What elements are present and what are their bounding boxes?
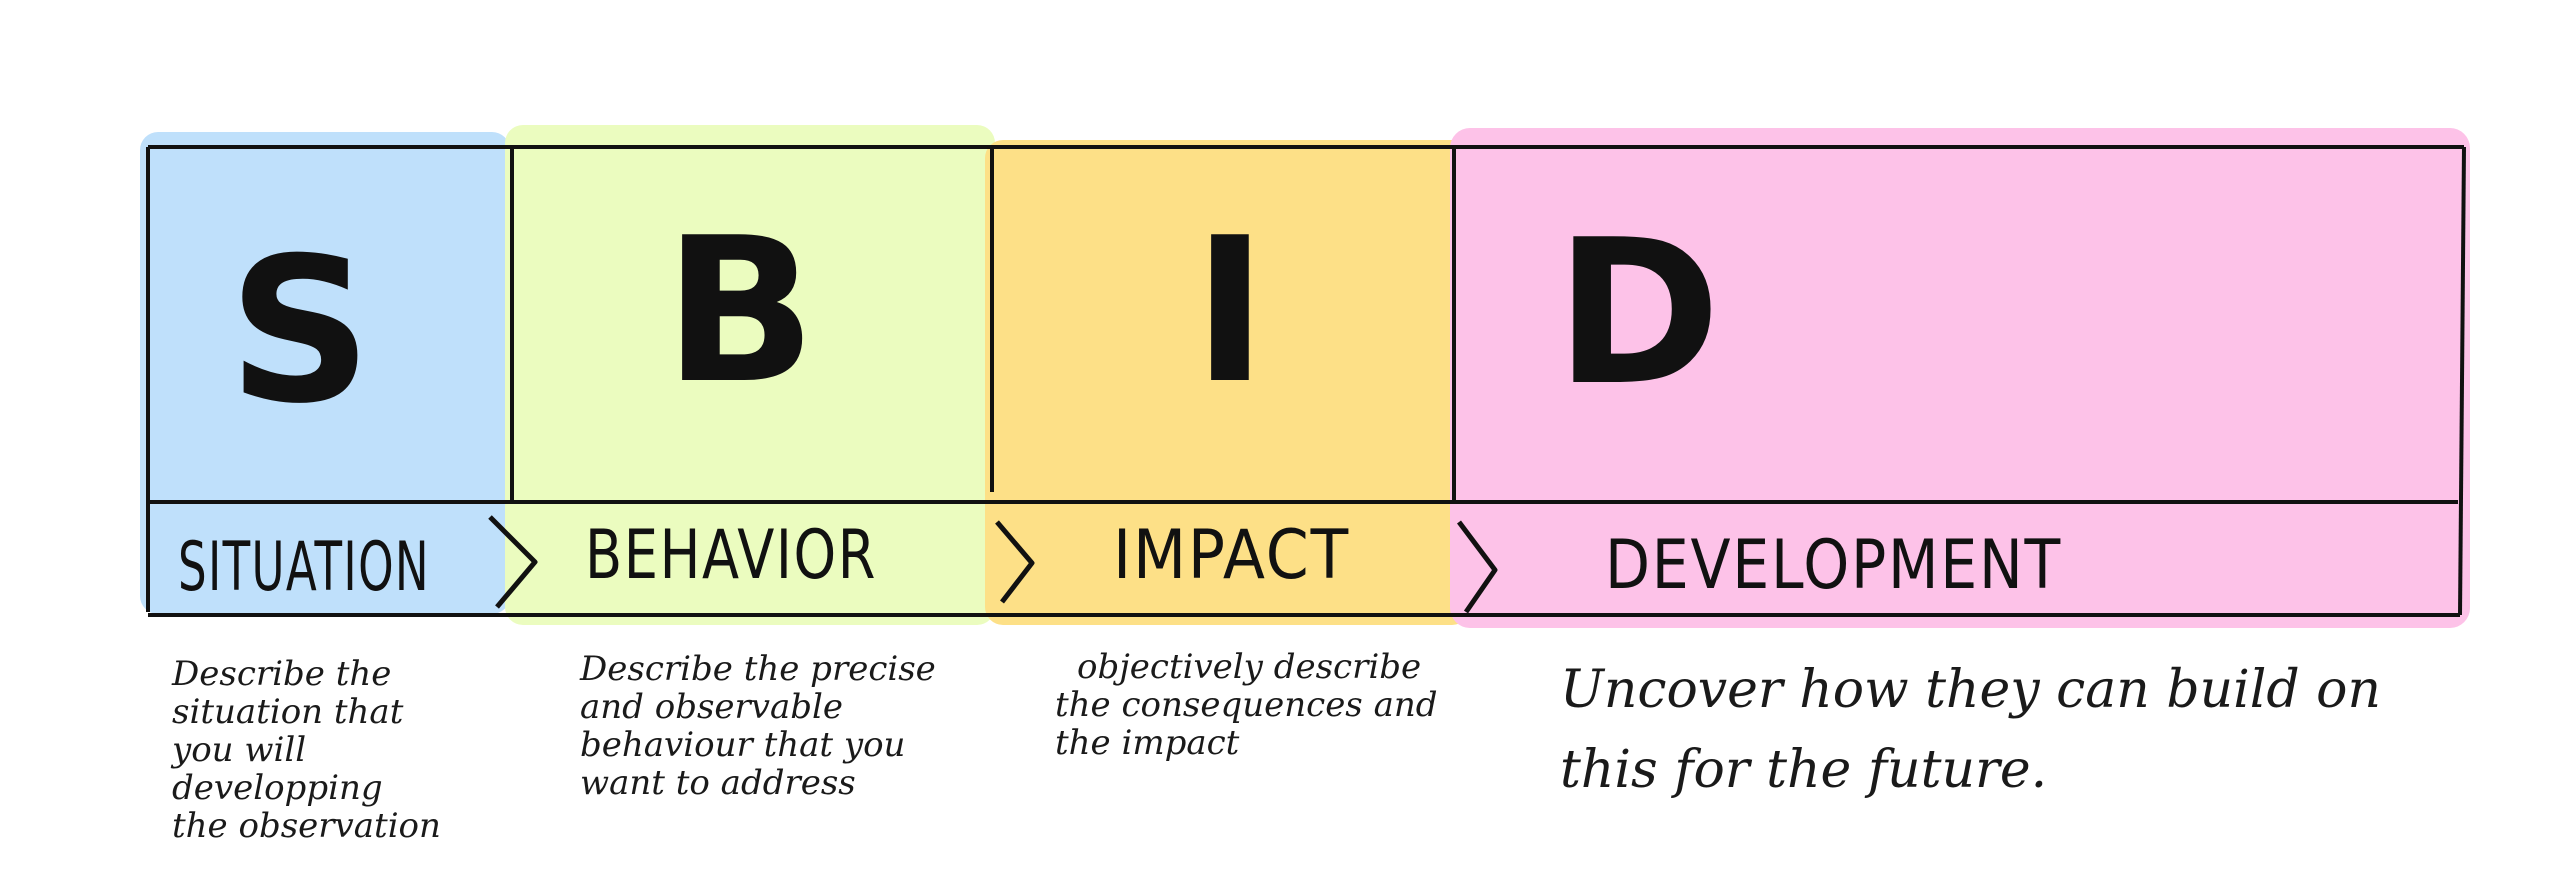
situation-block-bg bbox=[140, 132, 510, 614]
behavior-description: Describe the precise and observable beha… bbox=[580, 650, 980, 802]
impact-description-line: objectively describe bbox=[1077, 647, 1422, 687]
development-description: Uncover how they can build on this for t… bbox=[1560, 650, 2460, 810]
frame-right-line bbox=[2458, 146, 2466, 616]
development-description-line: Uncover how they can build on bbox=[1560, 660, 2381, 720]
letter-d: D bbox=[1555, 197, 1721, 430]
development-description-line: this for the future. bbox=[1560, 740, 2048, 800]
impact-description-line: the consequences and bbox=[1055, 685, 1438, 725]
chevron-situation-to-behavior bbox=[488, 515, 538, 609]
letter-b: B bbox=[664, 195, 816, 428]
letter-i: I bbox=[1193, 195, 1267, 428]
situation-description-line: the observation bbox=[172, 806, 441, 846]
label-situation: SITUATION bbox=[178, 528, 430, 607]
letter-s: S bbox=[228, 215, 372, 448]
label-impact: IMPACT bbox=[1113, 516, 1350, 595]
behavior-description-line: and observable bbox=[580, 687, 844, 727]
situation-description-line: you will developping bbox=[172, 730, 383, 808]
label-behavior: BEHAVIOR bbox=[585, 516, 877, 595]
behavior-description-line: want to address bbox=[580, 763, 856, 803]
situation-description: Describe the situation that you will dev… bbox=[172, 655, 502, 845]
situation-description-line: Describe the bbox=[172, 654, 392, 694]
behavior-description-line: Describe the precise bbox=[580, 649, 936, 689]
behavior-description-line: behaviour that you bbox=[580, 725, 906, 765]
situation-description-line: situation that bbox=[172, 692, 404, 732]
chevron-impact-to-development bbox=[1457, 520, 1498, 614]
label-development: DEVELOPMENT bbox=[1605, 526, 2062, 605]
impact-description-line: the impact bbox=[1055, 723, 1240, 763]
chevron-behavior-to-impact bbox=[995, 520, 1035, 604]
impact-description: objectively describe the consequences an… bbox=[1055, 648, 1475, 762]
